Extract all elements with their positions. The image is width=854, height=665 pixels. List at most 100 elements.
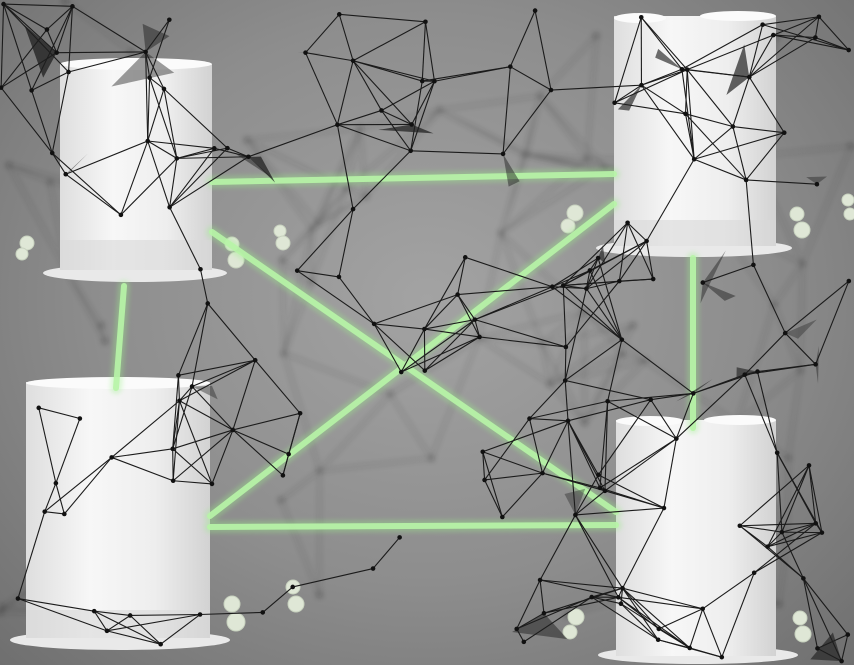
network-node — [597, 485, 603, 491]
network-edge — [622, 353, 646, 362]
network-node — [846, 278, 852, 284]
network-node — [170, 478, 176, 484]
network-node — [104, 628, 110, 634]
network-node — [167, 17, 172, 23]
network-edge — [787, 370, 802, 458]
network-facet — [655, 48, 682, 70]
network-node — [350, 206, 356, 212]
network-edge — [614, 17, 642, 103]
network-edge — [597, 399, 652, 476]
network-edge — [501, 472, 543, 518]
network-edge — [748, 34, 774, 78]
link-left — [113, 283, 127, 391]
network-edge — [147, 140, 171, 208]
network-edge — [778, 536, 789, 605]
network-node — [760, 22, 765, 27]
network-edge — [748, 76, 785, 133]
network-node — [343, 185, 350, 192]
network-edge — [773, 34, 816, 39]
network-node — [674, 436, 679, 441]
network-edge — [163, 88, 228, 149]
network-edge — [111, 400, 180, 458]
network-edge — [526, 153, 588, 159]
network-edge — [523, 596, 593, 643]
network-node — [70, 4, 75, 9]
network-node — [546, 380, 553, 387]
network-edge — [801, 146, 852, 265]
network-edge — [51, 71, 70, 154]
network-edge — [516, 628, 525, 643]
network-edge — [693, 126, 734, 160]
network-edge — [55, 418, 81, 484]
network-edge — [305, 52, 338, 125]
network-edge — [732, 125, 785, 134]
network-node — [563, 344, 569, 350]
network-edge — [120, 140, 149, 216]
network-edge — [424, 319, 476, 330]
network-node — [538, 340, 545, 347]
network-edge — [767, 531, 783, 548]
network-node — [47, 178, 54, 185]
network-node — [846, 47, 852, 53]
network-edge — [528, 418, 543, 474]
network-edge — [176, 156, 249, 159]
network-node — [521, 639, 527, 645]
network-edge — [46, 29, 58, 53]
network-edge — [567, 399, 651, 422]
network-node — [101, 338, 108, 345]
network-node — [619, 351, 626, 358]
network-edge — [542, 472, 601, 489]
network-edge — [319, 457, 432, 472]
network-facet — [806, 176, 828, 185]
network-edge — [549, 353, 624, 385]
network-node — [799, 260, 806, 267]
network-edge — [72, 5, 146, 53]
network-edge — [319, 393, 391, 472]
network-edge — [56, 6, 73, 53]
link-diagonal-down — [209, 229, 619, 515]
network-facet — [142, 23, 170, 52]
network-edge — [808, 465, 823, 533]
network-edge — [510, 66, 552, 91]
network-facet — [248, 156, 276, 183]
network-edge — [64, 0, 132, 53]
network-node — [612, 100, 617, 106]
network-edge — [685, 113, 747, 181]
network-edge — [149, 77, 178, 159]
network-edge — [745, 179, 754, 265]
network-node — [66, 69, 71, 75]
network-edge — [663, 438, 677, 509]
network-edge — [214, 147, 249, 158]
network-node — [771, 32, 776, 38]
network-facet — [503, 153, 520, 187]
network-edge — [529, 400, 608, 420]
network-edge — [337, 109, 382, 126]
network-node — [845, 632, 851, 637]
network-node — [742, 372, 748, 377]
network-edge — [106, 630, 161, 645]
network-edge — [484, 479, 503, 518]
network-node — [573, 512, 578, 518]
network-edge — [8, 164, 51, 183]
network-node — [801, 576, 806, 581]
network-edge — [199, 269, 209, 304]
network-edge — [457, 257, 466, 295]
network-node — [297, 411, 303, 416]
network-edge — [177, 303, 209, 376]
network-node — [620, 585, 625, 591]
network-node — [746, 74, 752, 80]
network-node — [211, 146, 217, 151]
network-edge — [767, 465, 810, 547]
network-node — [629, 322, 636, 329]
network-node — [290, 584, 296, 590]
network-node — [432, 78, 437, 84]
network-edge — [149, 19, 170, 78]
network-edge — [111, 456, 174, 482]
network-edge — [604, 438, 677, 492]
network-node — [779, 529, 785, 535]
network-edge — [539, 579, 545, 614]
network-edge — [618, 222, 629, 282]
network-edge — [3, 3, 48, 30]
network-node — [839, 658, 844, 664]
